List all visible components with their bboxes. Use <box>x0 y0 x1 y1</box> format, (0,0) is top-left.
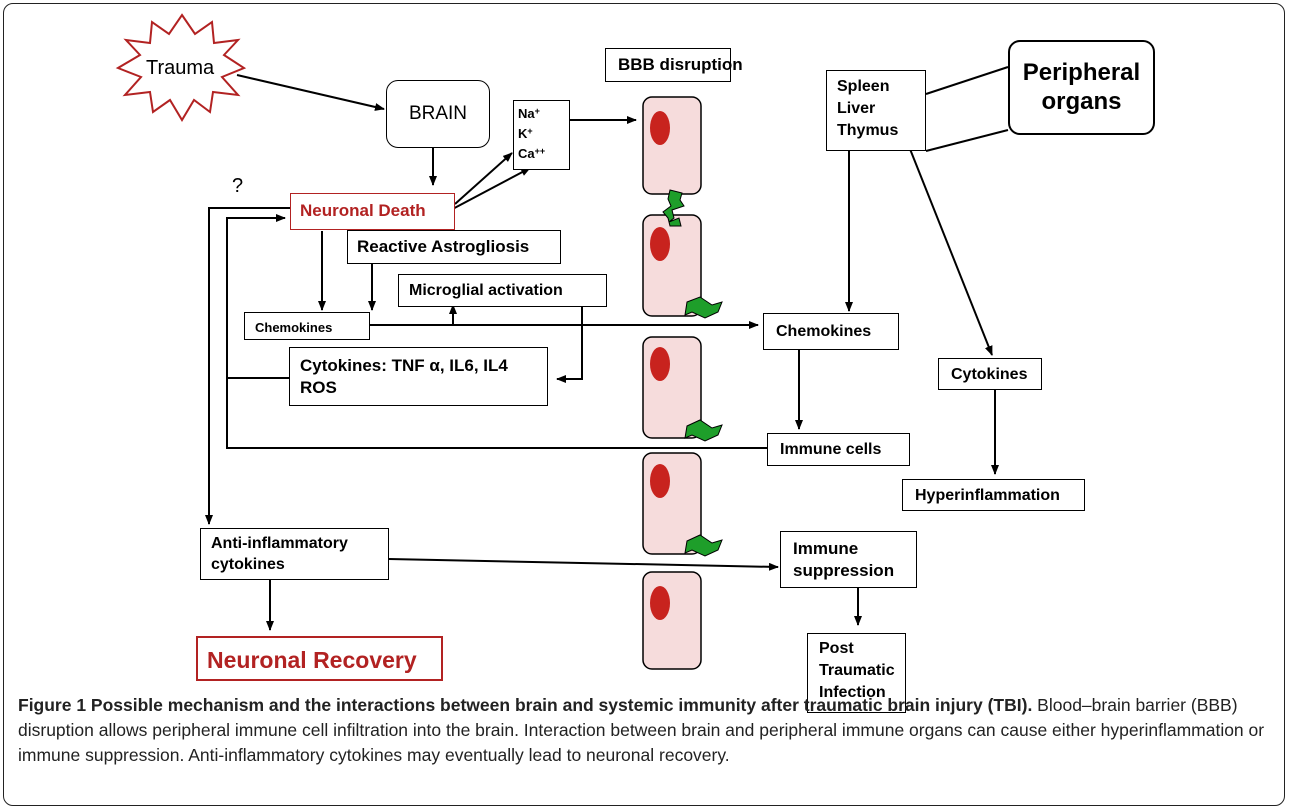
neuronal-death-label: Neuronal Death <box>300 201 426 220</box>
organ-thymus: Thymus <box>837 122 899 139</box>
post-traumatic-label-3: Infection <box>819 684 886 701</box>
post-traumatic-label-2: Traumatic <box>819 662 895 679</box>
question-mark: ? <box>232 175 244 197</box>
immune-cells-box: Immune cells <box>767 433 910 466</box>
figure-frame <box>3 3 1285 806</box>
cytokines-left-box: Cytokines: TNF α, IL6, IL4 ROS <box>289 347 548 406</box>
tight-junction <box>662 189 685 227</box>
cytokines-left-label-1: Cytokines: TNF α, IL6, IL4 <box>300 356 508 375</box>
cell-nucleus <box>650 347 670 381</box>
tight-junction <box>684 419 723 442</box>
immune-suppression-label-2: suppression <box>793 561 895 580</box>
astrogliosis-box: Reactive Astrogliosis <box>347 230 561 264</box>
tight-junction <box>684 296 723 319</box>
connectors <box>205 66 1009 631</box>
organ-spleen: Spleen <box>837 78 890 95</box>
hyperinflammation-box: Hyperinflammation <box>902 479 1085 511</box>
immune-cells-label: Immune cells <box>780 441 882 458</box>
post-traumatic-label-1: Post <box>819 640 854 657</box>
cell-nucleus <box>650 227 670 261</box>
bbb-cell <box>642 571 702 670</box>
trauma-starburst <box>115 13 247 122</box>
organ-liver: Liver <box>837 100 876 117</box>
cell-nucleus <box>650 111 670 145</box>
diagram-lines <box>115 13 1009 670</box>
bbb-disruption-label: BBB disruption <box>618 55 743 74</box>
bbb-cell <box>642 96 702 195</box>
microglia-label: Microglial activation <box>409 282 563 299</box>
anti-inflammatory-label-1: Anti-inflammatory <box>211 535 348 552</box>
neuronal-death-box: Neuronal Death <box>290 193 455 230</box>
post-traumatic-box: Post Traumatic Infection <box>807 633 906 713</box>
neuronal-recovery-box: Neuronal Recovery <box>196 636 443 681</box>
bbb-cells <box>642 96 702 670</box>
caption-abbr: (TBI). <box>987 695 1033 715</box>
organs-list-box: Spleen Liver Thymus <box>826 70 926 151</box>
cytokines-left-label-2: ROS <box>300 378 337 397</box>
anti-inflammatory-label-2: cytokines <box>211 556 285 573</box>
trauma-label: Trauma <box>146 57 215 79</box>
hyperinflammation-label: Hyperinflammation <box>915 487 1060 504</box>
ions-box: Na+ K+ Ca++ <box>513 100 570 170</box>
chemokines-left-box: Chemokines <box>244 312 370 340</box>
chemokines-left-label: Chemokines <box>255 320 333 335</box>
ion-k: K+ <box>518 126 533 141</box>
peripheral-organs-box: Peripheral organs <box>1008 40 1155 135</box>
brain-label: BRAIN <box>408 103 468 124</box>
cytokines-right-box: Cytokines <box>938 358 1042 390</box>
immune-suppression-label-1: Immune <box>793 539 859 558</box>
anti-inflammatory-box: Anti-inflammatory cytokines <box>200 528 389 580</box>
peripheral-label-2: organs <box>1041 88 1122 115</box>
chemokines-right-label: Chemokines <box>776 323 872 340</box>
chemokines-right-box: Chemokines <box>763 313 899 350</box>
microglia-box: Microglial activation <box>398 274 607 307</box>
astrogliosis-label: Reactive Astrogliosis <box>357 237 530 256</box>
ion-ca: Ca++ <box>518 146 546 161</box>
immune-suppression-box: Immune suppression <box>780 531 917 588</box>
peripheral-label-1: Peripheral <box>1022 59 1141 86</box>
cell-nucleus <box>650 464 670 498</box>
cell-nucleus <box>650 586 670 620</box>
cytokines-right-label: Cytokines <box>951 366 1028 383</box>
bbb-disruption-box: BBB disruption <box>605 48 743 82</box>
junction-proteins <box>662 189 723 557</box>
caption-title: Figure 1 Possible mechanism and the inte… <box>18 695 983 715</box>
tight-junction <box>684 534 723 557</box>
ion-na: Na+ <box>518 106 540 121</box>
neuronal-recovery-label: Neuronal Recovery <box>207 647 417 673</box>
caption-text: Blood–brain barrier (BBB) disruption all… <box>18 695 1265 765</box>
brain-node: BRAIN <box>386 80 490 148</box>
bbb-cell <box>642 336 702 439</box>
figure-caption: Figure 1 Possible mechanism and the inte… <box>18 693 1273 768</box>
